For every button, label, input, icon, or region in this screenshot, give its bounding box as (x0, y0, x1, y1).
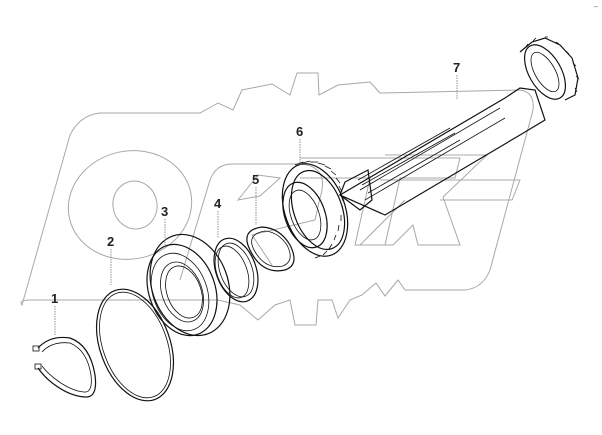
callout-5[interactable]: 5 (252, 172, 259, 187)
callout-7[interactable]: 7 (453, 60, 460, 75)
watermark-logo (20, 72, 534, 326)
part-3-bearing (146, 233, 231, 337)
corner-mark: -- (593, 4, 598, 11)
callout-1[interactable]: 1 (51, 291, 58, 306)
part-6-gear (281, 160, 349, 259)
part-4-spacer-ring (213, 237, 259, 303)
callout-3[interactable]: 3 (161, 204, 168, 219)
part-1-circlip (32, 336, 97, 398)
leader-lines (54, 75, 458, 336)
callout-4[interactable]: 4 (214, 196, 222, 211)
part-5-snap-ring (246, 226, 295, 272)
callout-6[interactable]: 6 (296, 124, 303, 139)
callout-2[interactable]: 2 (107, 234, 114, 249)
part-7-shaft (338, 36, 580, 216)
part-2-retaining-ring (95, 288, 175, 402)
